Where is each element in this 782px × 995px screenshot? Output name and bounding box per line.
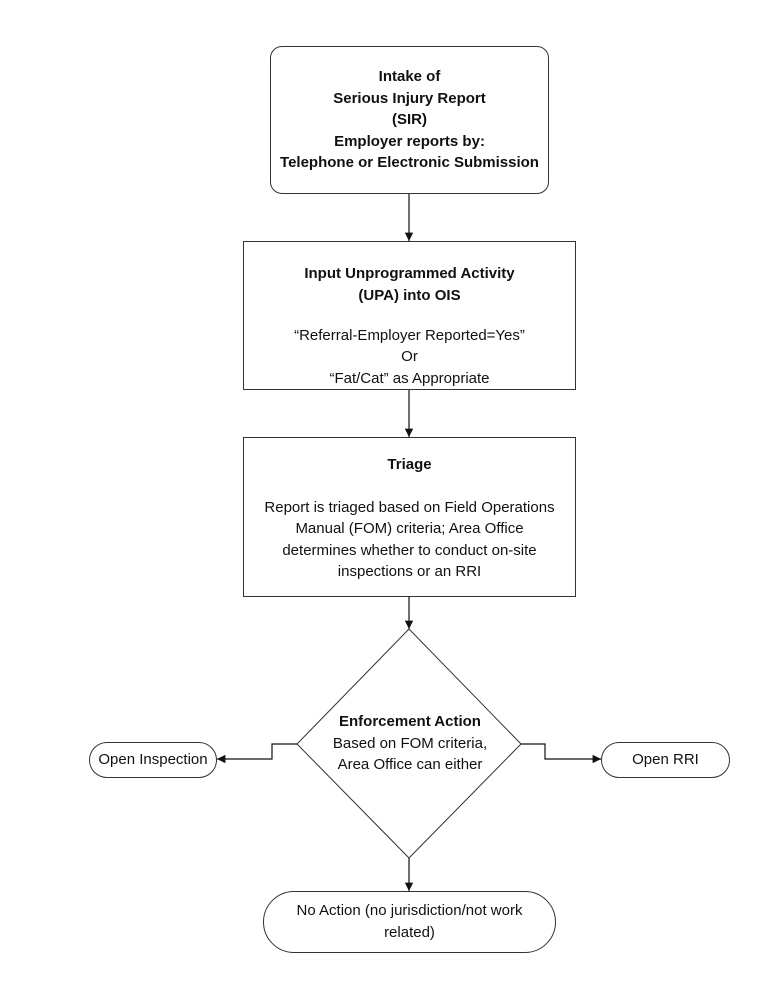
triage-box: Triage Report is triaged based on Field …: [243, 437, 576, 597]
no-action-line-2: related): [384, 924, 435, 941]
open-inspection-terminal: Open Inspection: [89, 742, 217, 778]
no-action-line-1: No Action (no jurisdiction/not work: [296, 902, 523, 919]
upa-title-line-2: (UPA) into OIS: [358, 286, 461, 304]
enforcement-body-line-1: Based on FOM criteria,: [332, 734, 488, 752]
input-upa-box: Input Unprogrammed Activity (UPA) into O…: [243, 241, 576, 390]
enforcement-body-line-2: Area Office can either: [337, 756, 483, 773]
intake-line-2: Serious Injury Report: [333, 89, 486, 107]
no-action-terminal: No Action (no jurisdiction/not work rela…: [263, 891, 556, 953]
upa-body-line-1: “Referral-Employer Reported=Yes”: [294, 326, 525, 344]
triage-body-line-3: determines whether to conduct on-site: [282, 541, 537, 559]
intake-line-5: Telephone or Electronic Submission: [280, 154, 539, 172]
upa-body-line-2: Or: [401, 348, 418, 365]
triage-body-line-1: Report is triaged based on Field Operati…: [264, 498, 555, 516]
triage-body-line-4: inspections or an RRI: [337, 563, 482, 580]
intake-line-3: (SIR): [392, 111, 427, 129]
open-rri-label: Open RRI: [632, 751, 699, 769]
open-rri-terminal: Open RRI: [601, 742, 730, 778]
intake-line-1: Intake of: [378, 68, 441, 86]
intake-sir-box: Intake of Serious Injury Report (SIR) Em…: [270, 46, 549, 194]
arrow-enforcement-to-open-rri: [521, 743, 601, 764]
intake-line-4: Employer reports by:: [334, 132, 485, 150]
open-inspection-label: Open Inspection: [98, 751, 208, 769]
triage-title: Triage: [387, 456, 432, 473]
upa-title-line-1: Input Unprogrammed Activity: [304, 265, 515, 282]
enforcement-title: Enforcement Action: [339, 713, 481, 730]
arrow-enforcement-to-open-inspection: [217, 743, 297, 764]
triage-body-line-2: Manual (FOM) criteria; Area Office: [295, 520, 524, 537]
upa-body-line-3: “Fat/Cat” as Appropriate: [329, 369, 490, 387]
enforcement-action-label: Enforcement Action Based on FOM criteria…: [310, 711, 510, 776]
